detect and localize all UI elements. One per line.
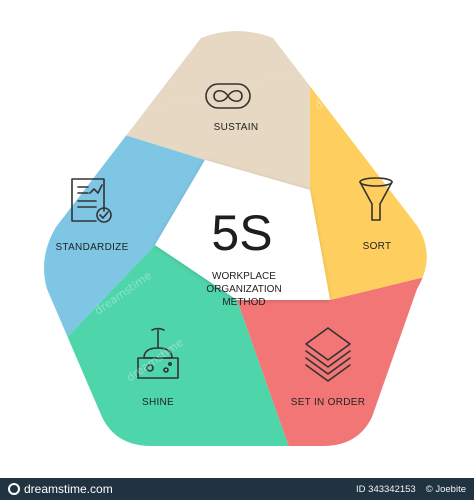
footer-brand: dreamstime.com [8,482,113,496]
footer-bar: dreamstime.com ID 343342153 © Joebite [0,478,474,500]
footer-meta: ID 343342153 © Joebite [356,484,466,495]
segment-label-set-in-order: SET IN ORDER [291,397,366,408]
dreamstime-logo-icon [8,483,20,495]
watermark-1: dreamstime [312,64,374,113]
segment-label-standardize: STANDARDIZE [55,242,128,253]
stacked-layers-icon [305,327,351,382]
funnel-icon [359,177,393,221]
report-check-icon [71,178,112,223]
footer-image-id: ID 343342153 [356,483,416,495]
pentagon-diagram: 5S WORKPLACE ORGANIZATION METHOD SUSTAIN… [44,31,427,446]
segment-sustain [90,68,310,190]
center-subtitle-line-2: ORGANIZATION [206,284,281,295]
segment-label-sort: SORT [363,241,392,252]
center-subtitle-line-1: WORKPLACE [212,271,276,282]
segment-sort [310,68,427,300]
center-panel [155,160,330,300]
footer-brand-text: dreamstime.com [24,482,113,496]
broom-icon [137,327,179,379]
center-title: 5S [211,205,272,261]
footer-author: © Joebite [425,483,466,495]
infinity-icon [205,83,251,109]
center-subtitle-line-3: METHOD [222,297,265,308]
segment-label-sustain: SUSTAIN [214,122,259,133]
segment-label-shine: SHINE [142,397,174,408]
